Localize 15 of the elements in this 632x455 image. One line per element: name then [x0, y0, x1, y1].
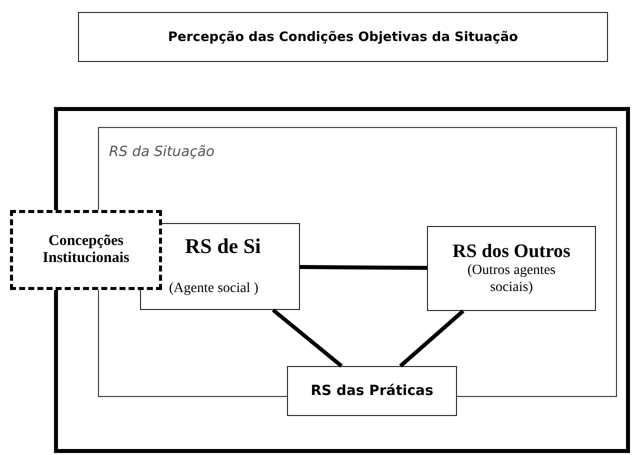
box-subtitle: (Agente social ) — [169, 281, 258, 297]
box-title: RS da Situação — [109, 144, 215, 160]
connector-line — [272, 308, 343, 368]
heading: Percepção das Condições Objetivas da Situação — [168, 30, 518, 44]
connector-line — [399, 310, 464, 368]
connector-line — [300, 265, 428, 270]
box-title: Concepções Institucionais — [42, 232, 130, 268]
box-title: RS dos Outros — [452, 241, 570, 264]
process-box — [287, 366, 457, 416]
process-box — [427, 226, 596, 311]
box-title: RS das Práticas — [310, 383, 434, 399]
dashed-box — [10, 210, 162, 290]
header-box — [78, 12, 608, 62]
box-subtitle: (Outros agentes sociais) — [466, 263, 557, 296]
box-title: RS de Si — [185, 234, 261, 259]
